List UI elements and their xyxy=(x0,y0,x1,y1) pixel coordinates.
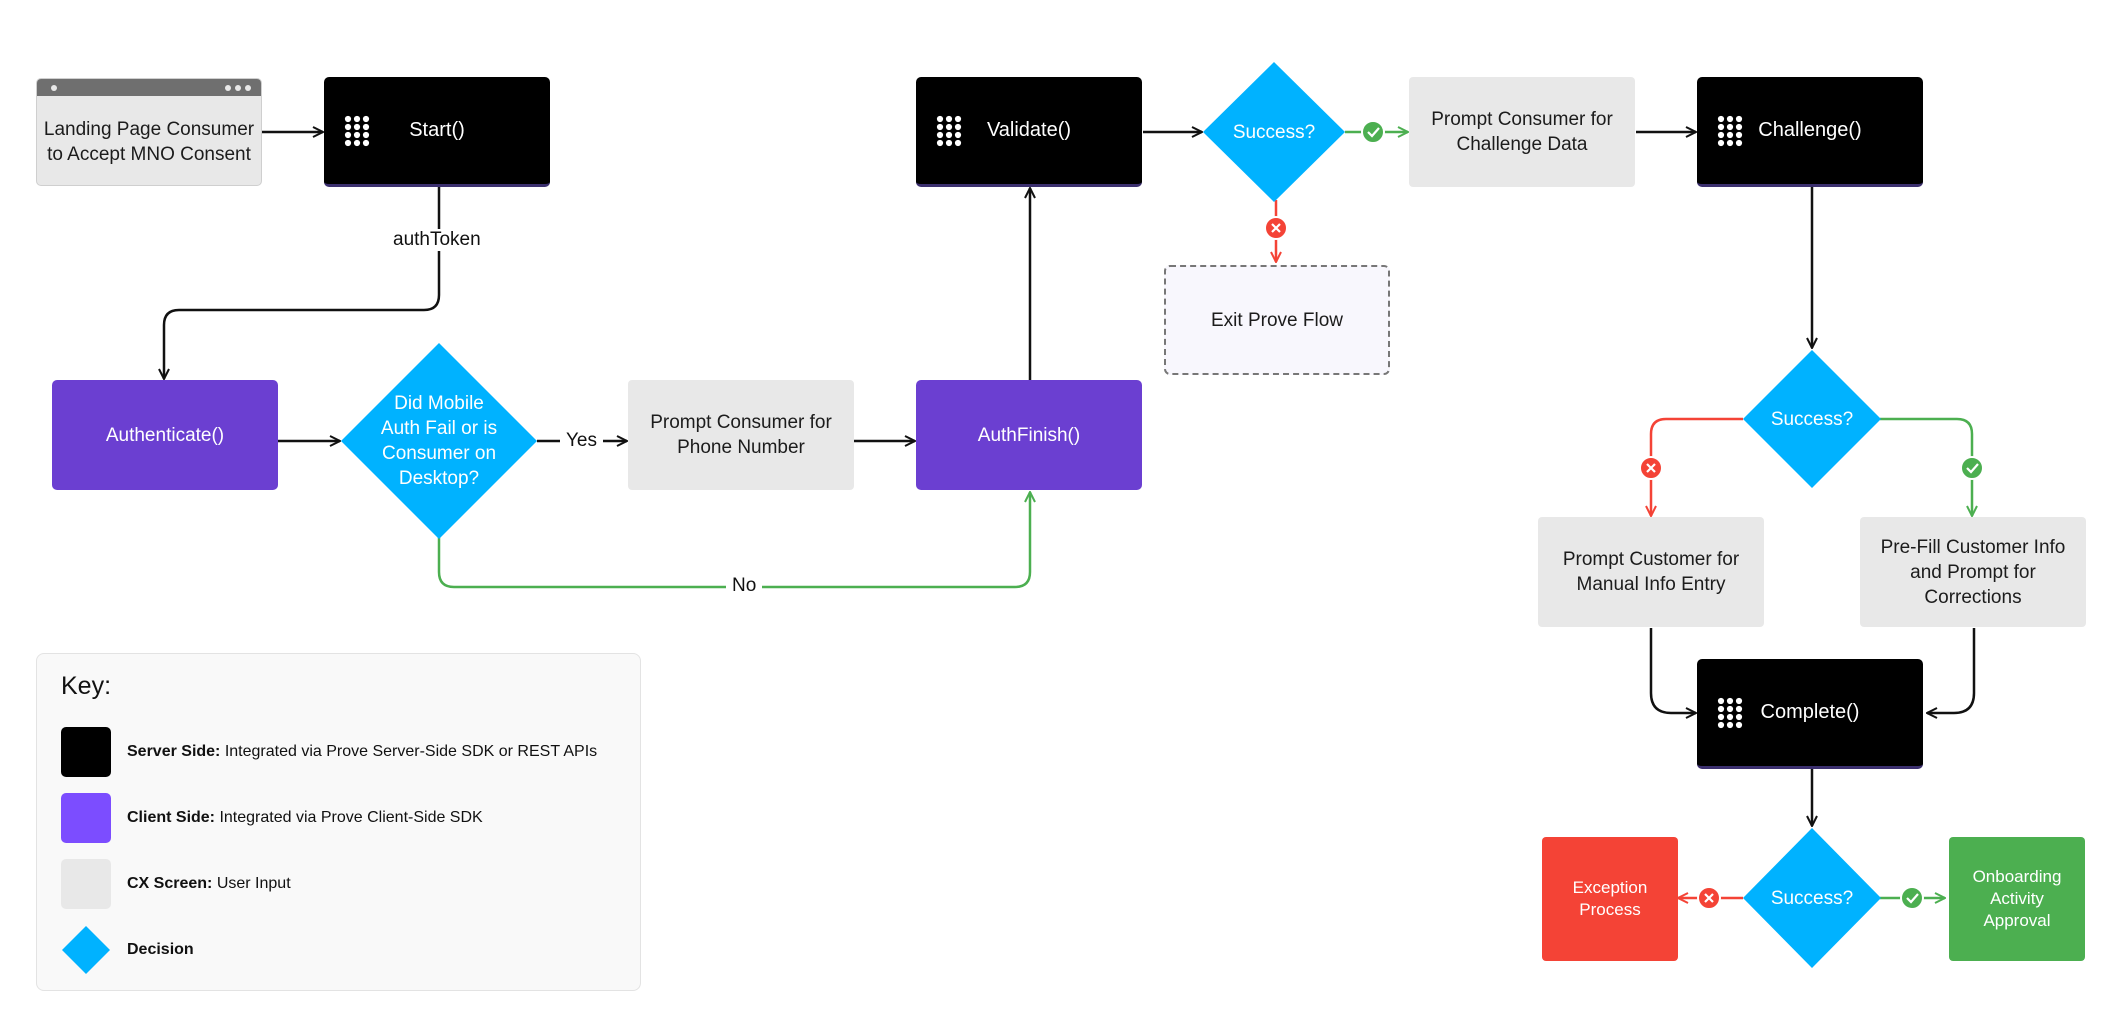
decision-complete-label: Success? xyxy=(1770,887,1854,909)
legend-row-client: Client Side: Integrated via Prove Client… xyxy=(61,792,483,844)
validate-label: Validate() xyxy=(986,119,1072,141)
browser-dot-icon xyxy=(245,85,251,91)
edge-decision-no-authfinish xyxy=(437,492,1030,589)
landing-page-screen: Landing Page Consumer to Accept MNO Cons… xyxy=(36,78,262,186)
keypad-icon xyxy=(1717,115,1743,146)
legend-server-desc: Integrated via Prove Server-Side SDK or … xyxy=(220,743,598,760)
prefill-node: Pre-Fill Customer Info and Prompt for Co… xyxy=(1860,517,2086,627)
edge-prefill-complete xyxy=(1927,628,1976,713)
decision-challenge-diamond xyxy=(1743,350,1881,488)
legend-swatch-server xyxy=(61,727,111,777)
keypad-icon xyxy=(1717,697,1743,728)
decision-mobile-diamond xyxy=(341,343,537,539)
x-circle-icon xyxy=(1639,456,1663,480)
browser-dot-icon xyxy=(51,85,57,91)
legend-row-cx: CX Screen: User Input xyxy=(61,858,291,910)
validate-node: Validate() xyxy=(916,77,1142,187)
legend-text-cx: CX Screen: User Input xyxy=(127,875,291,893)
legend-text-decision: Decision xyxy=(127,941,194,959)
legend-panel: Key: Server Side: Integrated via Prove S… xyxy=(36,653,641,991)
legend-cx-strong: CX Screen: xyxy=(127,875,213,892)
x-circle-icon xyxy=(1697,886,1721,910)
decision-mobile-label: Did Mobile Auth Fail or is Consumer on D… xyxy=(380,393,498,489)
browser-dot-icon xyxy=(235,85,241,91)
check-circle-icon xyxy=(1361,120,1385,144)
complete-node: Complete() xyxy=(1697,659,1923,769)
edge-manual-complete xyxy=(1649,628,1696,713)
legend-text-server: Server Side: Integrated via Prove Server… xyxy=(127,743,597,761)
legend-decision-strong: Decision xyxy=(127,941,194,958)
legend-swatch-client xyxy=(61,793,111,843)
legend-swatch-cx xyxy=(61,859,111,909)
prompt-phone-node: Prompt Consumer for Phone Number xyxy=(628,380,854,490)
onboarding-node: Onboarding Activity Approval xyxy=(1949,837,2085,961)
start-node: Start() xyxy=(324,77,550,187)
legend-row-decision: Decision xyxy=(61,924,194,976)
edge-challenge-success-no xyxy=(1651,417,1743,516)
exception-node: Exception Process xyxy=(1542,837,1678,961)
decision-validate-label: Success? xyxy=(1232,121,1316,143)
challenge-label: Challenge() xyxy=(1758,119,1862,141)
decision-challenge-label: Success? xyxy=(1770,408,1854,430)
decision-validate-diamond xyxy=(1203,62,1345,202)
legend-cx-desc: User Input xyxy=(212,875,291,892)
legend-server-strong: Server Side: xyxy=(127,743,221,760)
legend-text-client: Client Side: Integrated via Prove Client… xyxy=(127,809,483,827)
edge-label-no: No xyxy=(726,575,763,597)
browser-dot-icon xyxy=(225,85,231,91)
check-circle-icon xyxy=(1900,886,1924,910)
edge-start-authenticate xyxy=(164,187,441,379)
start-label: Start() xyxy=(409,119,465,141)
landing-page-label: Landing Page Consumer to Accept MNO Cons… xyxy=(43,118,255,165)
authenticate-node: Authenticate() xyxy=(52,380,278,490)
decision-complete-diamond xyxy=(1743,828,1881,968)
keypad-icon xyxy=(936,115,962,146)
legend-client-desc: Integrated via Prove Client-Side SDK xyxy=(215,809,483,826)
edge-label-yes: Yes xyxy=(560,430,603,452)
check-circle-icon xyxy=(1960,456,1984,480)
browser-bar xyxy=(37,79,261,96)
x-circle-icon xyxy=(1264,216,1288,240)
prompt-challenge-node: Prompt Consumer for Challenge Data xyxy=(1409,77,1635,187)
challenge-node: Challenge() xyxy=(1697,77,1923,187)
exit-prove-node: Exit Prove Flow xyxy=(1164,265,1390,375)
keypad-icon xyxy=(344,115,370,146)
legend-swatch-decision xyxy=(62,926,110,974)
edge-label-authtoken: authToken xyxy=(387,229,487,251)
complete-label: Complete() xyxy=(1760,701,1860,723)
edge-challenge-success-yes xyxy=(1880,417,1972,516)
prompt-manual-node: Prompt Customer for Manual Info Entry xyxy=(1538,517,1764,627)
legend-client-strong: Client Side: xyxy=(127,809,216,826)
legend-title: Key: xyxy=(61,672,112,700)
legend-row-server: Server Side: Integrated via Prove Server… xyxy=(61,726,597,778)
authfinish-node: AuthFinish() xyxy=(916,380,1142,490)
